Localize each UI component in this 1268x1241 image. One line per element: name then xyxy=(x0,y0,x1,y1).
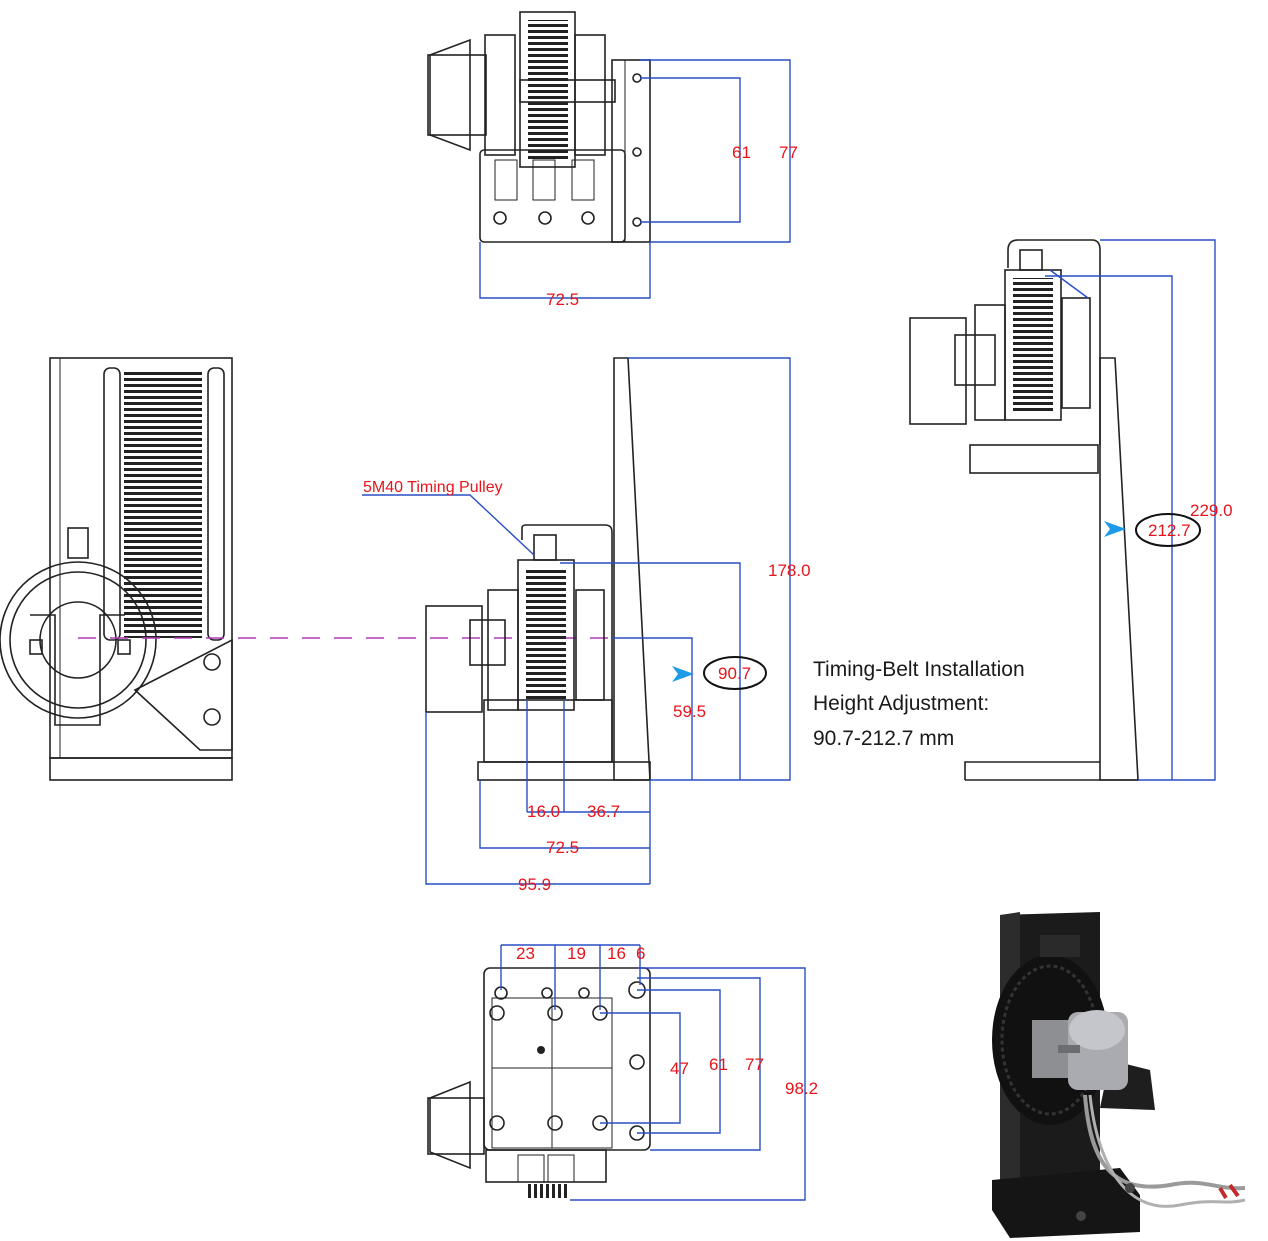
dim-bottom-6: 6 xyxy=(636,944,645,963)
dim-right-total: 229.0 xyxy=(1190,501,1233,520)
dim-bottom-77: 77 xyxy=(745,1055,764,1074)
min-height-ellipse xyxy=(703,656,767,690)
raised-view-dimensions xyxy=(1045,239,1216,781)
dim-right-max: 212.7 xyxy=(1148,521,1191,540)
dim-front-16: 16.0 xyxy=(527,802,560,821)
dim-bottom-23: 23 xyxy=(516,944,535,963)
dim-front-36: 36.7 xyxy=(587,802,620,821)
dim-top-77: 77 xyxy=(779,143,798,162)
dim-front-min: 90.7 xyxy=(718,664,751,683)
top-view-dimensions xyxy=(479,59,791,299)
dim-bottom-61: 61 xyxy=(709,1055,728,1074)
left-side-view xyxy=(0,357,233,781)
note-line-1: Timing-Belt Installation xyxy=(813,658,1025,681)
dim-bottom-98: 98.2 xyxy=(785,1079,818,1098)
dim-bottom-19: 19 xyxy=(567,944,586,963)
product-photo xyxy=(992,912,1246,1238)
raised-side-view xyxy=(909,239,1139,781)
top-view xyxy=(427,11,651,243)
dim-front-height: 178.0 xyxy=(768,561,811,580)
arrow-icon-2 xyxy=(1104,521,1126,537)
max-height-ellipse xyxy=(1135,513,1201,547)
dim-top-width: 72.5 xyxy=(546,290,579,309)
dim-bottom-16: 16 xyxy=(607,944,626,963)
arrow-icon xyxy=(672,666,694,682)
bottom-view xyxy=(427,967,651,1198)
note-line-3: 90.7-212.7 mm xyxy=(813,727,954,750)
dim-front-center: 59.5 xyxy=(673,702,706,721)
dim-front-95: 95.9 xyxy=(518,875,551,894)
front-view xyxy=(425,357,651,781)
bottom-view-dimensions xyxy=(500,944,806,1201)
dim-bottom-47: 47 xyxy=(670,1059,689,1078)
dim-front-72: 72.5 xyxy=(546,838,579,857)
pulley-label: 5M40 Timing Pulley xyxy=(363,479,503,496)
dim-top-61: 61 xyxy=(732,143,751,162)
note-line-2: Height Adjustment: xyxy=(813,692,989,715)
front-view-dimensions xyxy=(362,357,791,885)
